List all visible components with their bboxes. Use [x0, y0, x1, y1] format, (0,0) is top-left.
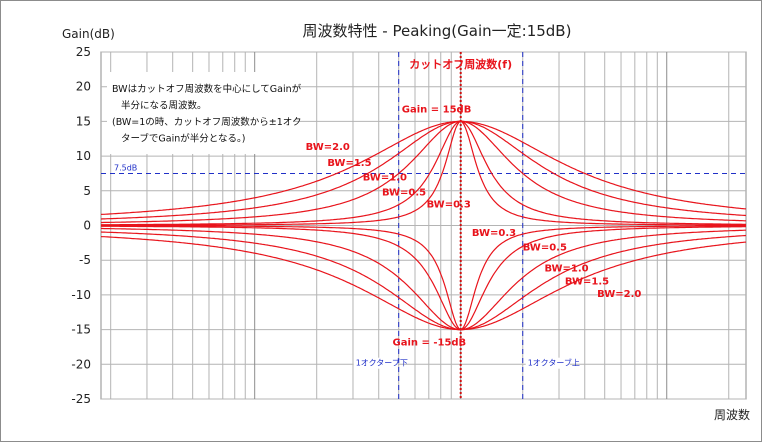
y-tick-label: -10	[71, 288, 91, 302]
boost-curve	[101, 120, 746, 226]
guide-lines: 7.5dB 1オクターブ下 1オクターブ上 カットオフ周波数(f)	[101, 52, 746, 399]
note-line: ターブでGainが半分となる。)	[121, 133, 245, 145]
boost-curve-label: BW=1.5	[327, 158, 371, 169]
note-bg	[107, 72, 293, 154]
dip-gain-label: Gain = -15dB	[392, 338, 466, 349]
y-tick-label: -5	[79, 253, 91, 267]
cut-curve-label: BW=2.0	[597, 289, 641, 300]
y-tick-label: 20	[76, 80, 91, 94]
octave-label-bg	[353, 357, 398, 369]
y-axis-label: Gain(dB)	[62, 27, 115, 41]
boost-curve	[100, 120, 747, 215]
boost-curve-label: BW=0.5	[382, 188, 426, 199]
cut-curve	[101, 225, 746, 331]
y-tick-label: 25	[76, 45, 91, 59]
response-curves	[100, 120, 747, 331]
note-line: (BW=1の時、カットオフ周波数から±1オク	[112, 116, 302, 128]
cut-curve	[101, 227, 746, 331]
chart-title: 周波数特性 - Peaking(Gain一定:15dB)	[303, 22, 572, 40]
series-labels: BW=2.0BW=1.5BW=1.0BW=0.5BW=0.3BW=0.3BW=0…	[306, 104, 642, 348]
y-tick-label: -15	[71, 323, 91, 337]
y-tick-label: 15	[76, 114, 91, 128]
octave-label: 1オクターブ下	[356, 358, 408, 368]
boost-curve	[100, 120, 747, 220]
octave-label: 1オクターブ上	[528, 358, 580, 368]
boost-curve	[101, 120, 746, 224]
cut-curve-label: BW=1.0	[544, 263, 588, 274]
cut-curve-label: BW=0.5	[523, 242, 567, 253]
boost-curve-label: BW=0.3	[427, 199, 471, 210]
boost-curve	[101, 120, 746, 226]
octave-label-bg	[525, 357, 570, 369]
cut-curve	[100, 231, 747, 331]
half-gain-label: 7.5dB	[114, 163, 137, 172]
y-tick-labels: 25 20 15 10 5 0 -5 -10 -15 -20 -25	[71, 45, 91, 406]
cut-curve-label: BW=1.5	[565, 276, 609, 287]
cut-curve	[100, 236, 747, 331]
x-axis-label: 周波数	[714, 407, 750, 422]
boost-curve-label: BW=1.0	[363, 172, 407, 183]
y-tick-label: -25	[71, 392, 91, 406]
note-line: BWはカットオフ周波数を中心にしてGainが	[112, 83, 302, 95]
y-tick-label: -20	[71, 357, 91, 371]
cut-curve	[101, 225, 746, 331]
y-tick-label: 5	[83, 184, 91, 198]
y-tick-label: 10	[76, 149, 91, 163]
peak-gain-label: Gain = 15dB	[402, 104, 472, 115]
y-tick-label: 0	[83, 219, 91, 233]
cutoff-label: カットオフ周波数(f)	[409, 57, 512, 71]
note-line: 半分になる周波数。	[121, 100, 207, 112]
boost-curve-label: BW=2.0	[306, 142, 350, 153]
cut-curve-label: BW=0.3	[472, 228, 516, 239]
